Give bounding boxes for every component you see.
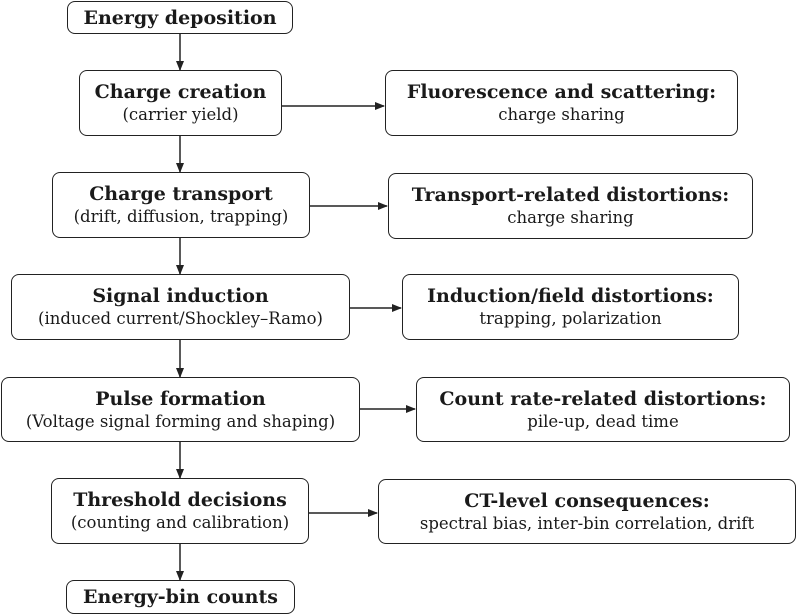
count-rate-distortions-box: Count rate-related distortions: pile-up,… — [416, 377, 790, 442]
box-title: Fluorescence and scattering: — [406, 81, 717, 103]
box-subtitle: (drift, diffusion, trapping) — [73, 207, 289, 226]
box-subtitle: (Voltage signal forming and shaping) — [25, 411, 336, 431]
box-subtitle: (counting and calibration) — [70, 513, 290, 532]
box-title: Signal induction — [92, 285, 269, 307]
box-title: Energy deposition — [83, 6, 277, 29]
charge-transport-box: Charge transport (drift, diffusion, trap… — [52, 172, 310, 238]
box-title: Threshold decisions — [73, 489, 287, 511]
box-subtitle: spectral bias, inter-bin correlation, dr… — [419, 513, 755, 533]
box-subtitle: trapping, polarization — [479, 309, 662, 328]
box-subtitle: (carrier yield) — [122, 105, 239, 124]
energy-deposition-box: Energy deposition — [67, 1, 293, 34]
fluorescence-scattering-box: Fluorescence and scattering: charge shar… — [385, 70, 738, 136]
induction-field-distortions-box: Induction/field distortions: trapping, p… — [402, 274, 739, 340]
pulse-formation-box: Pulse formation (Voltage signal forming … — [1, 377, 360, 442]
signal-induction-box: Signal induction (induced current/Shockl… — [11, 274, 350, 340]
box-title: Count rate-related distortions: — [439, 387, 767, 410]
box-title: Charge creation — [94, 81, 267, 103]
box-subtitle: charge sharing — [498, 105, 625, 124]
box-title: CT-level consequences: — [464, 489, 710, 512]
box-title: Pulse formation — [95, 387, 266, 410]
box-title: Energy-bin counts — [83, 586, 278, 608]
energy-bin-counts-box: Energy-bin counts — [66, 580, 295, 614]
charge-creation-box: Charge creation (carrier yield) — [79, 70, 282, 136]
box-title: Induction/field distortions: — [427, 285, 714, 307]
box-subtitle: pile-up, dead time — [527, 411, 679, 431]
box-title: Transport-related distortions: — [411, 184, 730, 206]
transport-distortions-box: Transport-related distortions: charge sh… — [388, 173, 753, 239]
ct-level-consequences-box: CT-level consequences: spectral bias, in… — [378, 479, 796, 544]
box-subtitle: (induced current/Shockley–Ramo) — [38, 309, 323, 328]
threshold-decisions-box: Threshold decisions (counting and calibr… — [51, 478, 309, 544]
box-subtitle: charge sharing — [507, 208, 634, 227]
box-title: Charge transport — [89, 183, 273, 205]
